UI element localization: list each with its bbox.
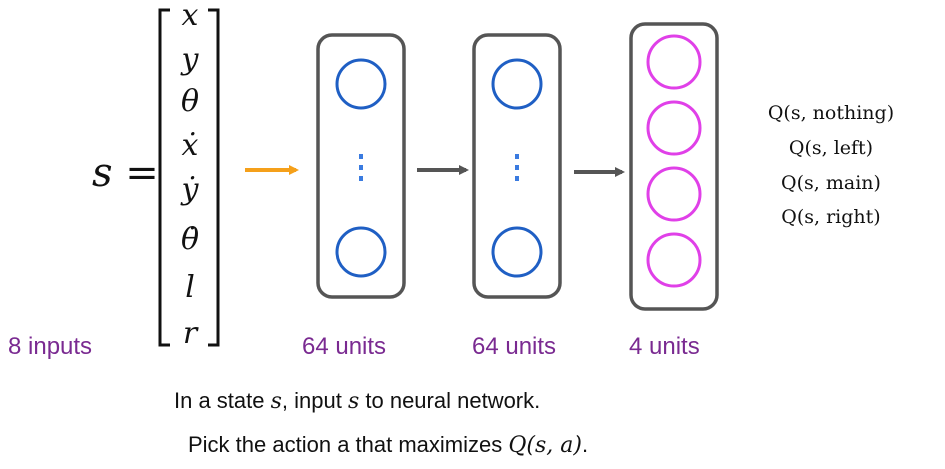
caption-line-1-state-s: s xyxy=(270,389,282,414)
input-layer-label: 8 inputs xyxy=(8,333,93,360)
hidden-layer-1-box xyxy=(316,33,406,299)
hidden-layer-2-box xyxy=(472,33,562,299)
output-node-main xyxy=(646,166,702,222)
output-node-left xyxy=(646,100,702,156)
caption-line-1-input-s: s xyxy=(347,389,360,414)
caption-line-1-part-b: , input xyxy=(281,388,348,413)
hidden-layer-2-node-top xyxy=(491,58,543,110)
vector-entry-theta: θ xyxy=(180,84,200,119)
hidden-layer-2-label: 64 units xyxy=(472,333,557,360)
output-node-nothing xyxy=(646,34,702,90)
q-value-nothing: Q(s, nothing) xyxy=(767,102,895,124)
output-layer-label: 4 units xyxy=(629,333,700,360)
caption-line-2: Pick the action a that maximizes Q(s, a)… xyxy=(188,432,588,458)
caption-line-2-q: Q(s, a) xyxy=(508,433,582,458)
vector-entry-y: y xyxy=(181,42,199,77)
output-node-right xyxy=(646,232,702,288)
caption-line-2-part-a: Pick the action a that maximizes xyxy=(188,432,509,457)
vector-entry-r: r xyxy=(182,316,198,351)
hidden-layer-1-label: 64 units xyxy=(302,333,387,360)
vector-entry-y-dot: ẏ xyxy=(181,172,199,207)
vector-left-bracket xyxy=(158,8,170,347)
output-layer-box xyxy=(629,22,719,311)
hidden-layer-1-node-bottom xyxy=(335,226,387,278)
vector-entry-theta-dot: θ̇ xyxy=(180,222,200,257)
caption-line-1: In a state s, input s to neural network. xyxy=(174,388,540,414)
vector-entry-x: x xyxy=(181,0,199,33)
hidden-layer-2-node-bottom xyxy=(491,226,543,278)
hidden-layer-1-node-top xyxy=(335,58,387,110)
caption-line-2-part-b: . xyxy=(581,432,589,457)
caption-line-1-part-c: to neural network. xyxy=(359,388,541,413)
caption-line-1-part-a: In a state xyxy=(174,388,271,413)
vector-entry-l: l xyxy=(185,270,195,305)
vector-right-bracket xyxy=(208,8,220,347)
q-value-left: Q(s, left) xyxy=(788,137,874,159)
vector-entry-x-dot: ẋ xyxy=(181,128,199,163)
hidden-layer-2-ellipsis xyxy=(515,154,519,181)
hidden-layer-1-ellipsis xyxy=(359,154,363,181)
q-value-right: Q(s, right) xyxy=(781,206,881,228)
q-value-main: Q(s, main) xyxy=(781,172,881,194)
state-label: s = xyxy=(92,150,159,196)
